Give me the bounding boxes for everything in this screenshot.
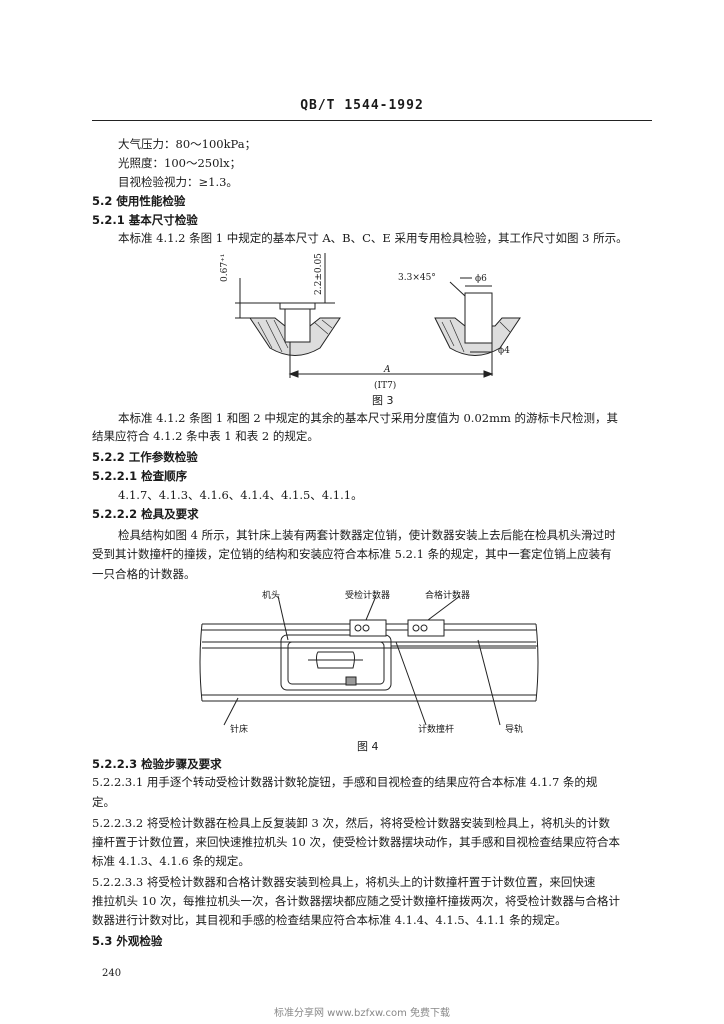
condition-pressure: 大气压力：80～100kPa； <box>118 137 257 151</box>
section-5-2: 5.2 使用性能检验 <box>92 194 186 208</box>
clause-5-2-2-3-3-line2: 推拉机头 10 次，每推拉机头一次，各计数器摆块都应随之受计数撞杆撞拨两次，将受… <box>92 894 620 908</box>
clause-5-2-2-3-1-line1: 5.2.2.3.1 用手逐个转动受检计数器计数轮旋钮，手感和目视检查的结果应符合… <box>92 775 598 789</box>
paragraph-3-line2: 受到其计数撞杆的撞拨，定位销的结构和安装应符合本标准 5.2.1 条的规定，其中… <box>92 547 612 561</box>
dim-067: 0.67⁺¹ <box>220 253 230 282</box>
label-qualified-counter: 合格计数器 <box>425 591 471 601</box>
paragraph-2-line2: 结果应符合 4.1.2 条中表 1 和表 2 的规定。 <box>92 429 319 443</box>
section-5-2-2-3: 5.2.2.3 检验步骤及要求 <box>92 757 222 771</box>
label-needle-bed: 针床 <box>230 725 249 735</box>
dim-phi6: ϕ6 <box>475 274 487 284</box>
check-sequence: 4.1.7、4.1.3、4.1.6、4.1.4、4.1.5、4.1.1。 <box>118 488 363 502</box>
page-number: 240 <box>102 968 122 979</box>
section-5-3: 5.3 外观检验 <box>92 934 163 948</box>
section-5-2-2-2: 5.2.2.2 检具及要求 <box>92 507 199 521</box>
paragraph-5-2-1: 本标准 4.1.2 条图 1 中规定的基本尺寸 A、B、C、E 采用专用检具检验… <box>118 231 628 245</box>
footer-watermark: 标准分享网 www.bzfxw.com 免费下载 <box>274 1008 450 1019</box>
condition-vision: 目视检验视力：≥1.3。 <box>118 175 238 189</box>
label-counting-rod: 计数撞杆 <box>418 725 455 735</box>
clause-5-2-2-3-2-line3: 标准 4.1.3、4.1.6 条的规定。 <box>92 854 250 868</box>
clause-5-2-2-3-3-line1: 5.2.2.3.3 将受检计数器和合格计数器安装到检具上，将机头上的计数撞杆置于… <box>92 875 596 889</box>
label-machine-head: 机头 <box>262 591 281 601</box>
condition-illuminance: 光照度：100～250lx； <box>118 156 242 170</box>
clause-5-2-2-3-1-line2: 定。 <box>92 795 115 809</box>
label-guide-rail: 导轨 <box>505 725 524 735</box>
dim-it7: (IT7) <box>374 381 397 391</box>
figure-4-caption: 图 4 <box>357 740 379 753</box>
header-rule <box>92 120 652 121</box>
paragraph-3-line3: 一只合格的计数器。 <box>92 567 196 581</box>
dim-22: 2.2±0.05 <box>314 253 324 295</box>
section-5-2-1: 5.2.1 基本尺寸检验 <box>92 213 198 227</box>
section-5-2-2: 5.2.2 工作参数检验 <box>92 450 198 464</box>
label-tested-counter: 受检计数器 <box>345 591 391 601</box>
section-5-2-2-1: 5.2.2.1 检查顺序 <box>92 469 188 483</box>
figure-4 <box>199 595 539 726</box>
figure-3 <box>235 253 521 378</box>
paragraph-2-line1: 本标准 4.1.2 条图 1 和图 2 中规定的其余的基本尺寸采用分度值为 0.… <box>118 411 619 425</box>
paragraph-3-line1: 检具结构如图 4 所示，其针床上装有两套计数器定位销，使计数器安装上去后能在检具… <box>118 528 616 542</box>
dim-a: A <box>384 365 391 375</box>
dim-chamfer: 3.3×45° <box>398 273 436 283</box>
figure-3-caption: 图 3 <box>372 394 394 407</box>
clause-5-2-2-3-3-line3: 数器进行计数对比，其目视和手感的检查结果应符合本标准 4.1.4、4.1.5、4… <box>92 913 567 927</box>
page-header: QB/T 1544-1992 <box>300 98 424 113</box>
clause-5-2-2-3-2-line2: 撞杆置于计数位置，来回快速推拉机头 10 次，使受检计数器摆块动作，其手感和目视… <box>92 835 620 849</box>
dim-phi4: ϕ4 <box>498 346 510 356</box>
clause-5-2-2-3-2-line1: 5.2.2.3.2 将受检计数器在检具上反复装卸 3 次，然后，将将受检计数器安… <box>92 816 610 830</box>
